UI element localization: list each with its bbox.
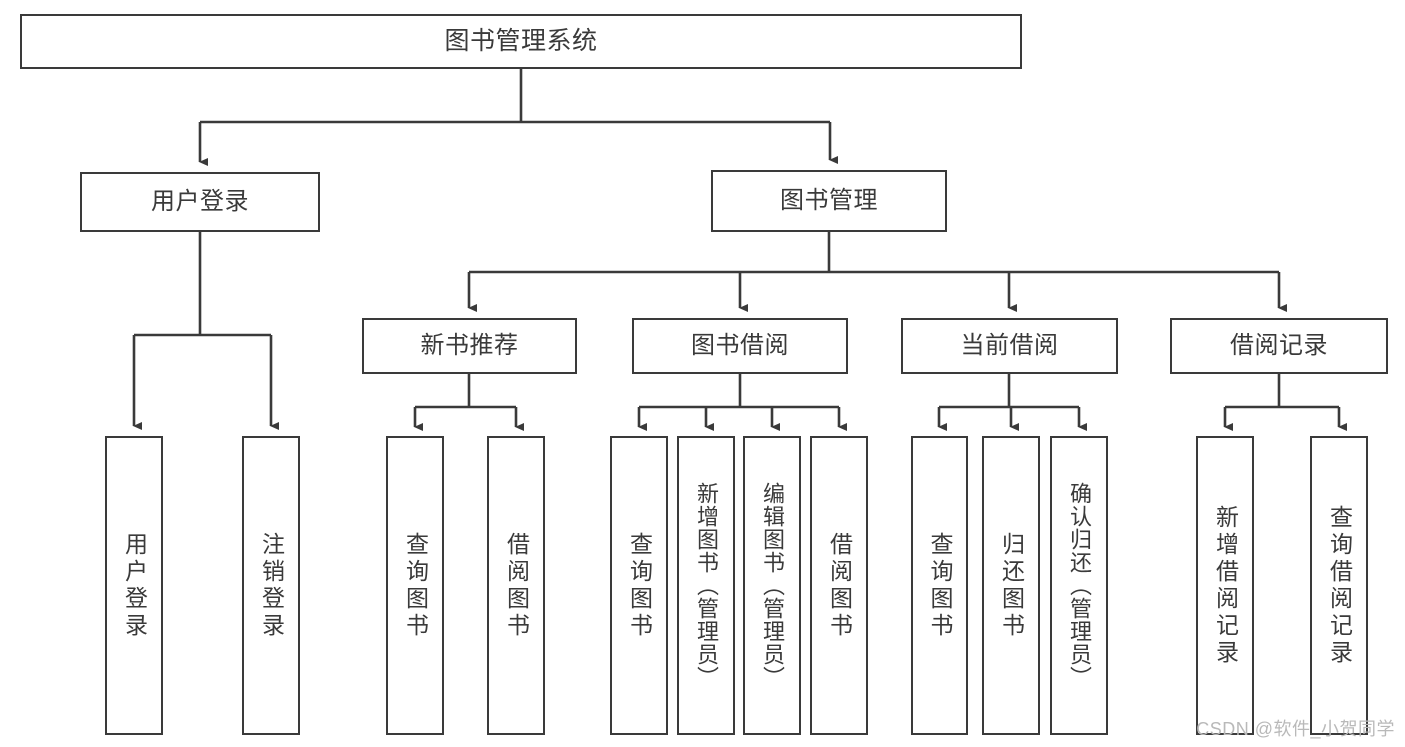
leaf-borrow-add-book-admin[interactable]: 新增图书（管理员） (677, 436, 735, 735)
node-book-borrow[interactable]: 图书借阅 (632, 318, 848, 374)
leaf-borrow-borrow-book[interactable]: 借阅图书 (810, 436, 868, 735)
leaf-newbook-query-book[interactable]: 查询图书 (386, 436, 444, 735)
node-book-management-label: 图书管理 (780, 187, 878, 214)
node-new-book-recommend-label: 新书推荐 (420, 332, 519, 359)
node-root[interactable]: 图书管理系统 (20, 14, 1022, 69)
leaf-current-return-book[interactable]: 归还图书 (982, 436, 1040, 735)
leaf-newbook-borrow-book[interactable]: 借阅图书 (487, 436, 545, 735)
node-borrow-record-label: 借阅记录 (1230, 332, 1328, 359)
leaf-newbook-borrow-book-label: 借阅图书 (503, 531, 530, 640)
leaf-user-login-label: 用户登录 (121, 531, 148, 640)
leaf-record-add-record[interactable]: 新增借阅记录 (1196, 436, 1254, 735)
leaf-user-login[interactable]: 用户登录 (105, 436, 163, 735)
leaf-current-query-book-label: 查询图书 (927, 531, 953, 640)
leaf-newbook-query-book-label: 查询图书 (402, 531, 429, 640)
leaf-current-confirm-return-admin-label: 确认归还（管理员） (1067, 482, 1092, 689)
leaf-user-logout[interactable]: 注销登录 (242, 436, 300, 735)
leaf-record-query-record-label: 查询借阅记录 (1326, 504, 1353, 667)
node-book-borrow-label: 图书借阅 (691, 332, 789, 359)
leaf-borrow-borrow-book-label: 借阅图书 (826, 531, 853, 640)
leaf-user-logout-label: 注销登录 (258, 531, 285, 640)
node-current-borrow[interactable]: 当前借阅 (901, 318, 1118, 374)
leaf-current-query-book[interactable]: 查询图书 (911, 436, 968, 735)
leaf-borrow-query-book[interactable]: 查询图书 (610, 436, 668, 735)
node-current-borrow-label: 当前借阅 (960, 332, 1059, 359)
leaf-borrow-add-book-admin-label: 新增图书（管理员） (694, 482, 719, 689)
csdn-watermark: CSDN @软件_小贺同学 (1196, 719, 1395, 739)
leaf-borrow-query-book-label: 查询图书 (626, 531, 653, 640)
leaf-borrow-edit-book-admin-label: 编辑图书（管理员） (760, 482, 785, 689)
node-root-label: 图书管理系统 (444, 27, 598, 55)
leaf-record-add-record-label: 新增借阅记录 (1212, 504, 1239, 667)
leaf-current-confirm-return-admin[interactable]: 确认归还（管理员） (1050, 436, 1108, 735)
node-new-book-recommend[interactable]: 新书推荐 (362, 318, 577, 374)
leaf-current-return-book-label: 归还图书 (998, 531, 1025, 640)
leaf-borrow-edit-book-admin[interactable]: 编辑图书（管理员） (743, 436, 801, 735)
node-user-login-label: 用户登录 (151, 188, 249, 215)
node-user-login[interactable]: 用户登录 (80, 172, 320, 232)
node-book-management[interactable]: 图书管理 (711, 170, 947, 232)
node-borrow-record[interactable]: 借阅记录 (1170, 318, 1388, 374)
leaf-record-query-record[interactable]: 查询借阅记录 (1310, 436, 1368, 735)
